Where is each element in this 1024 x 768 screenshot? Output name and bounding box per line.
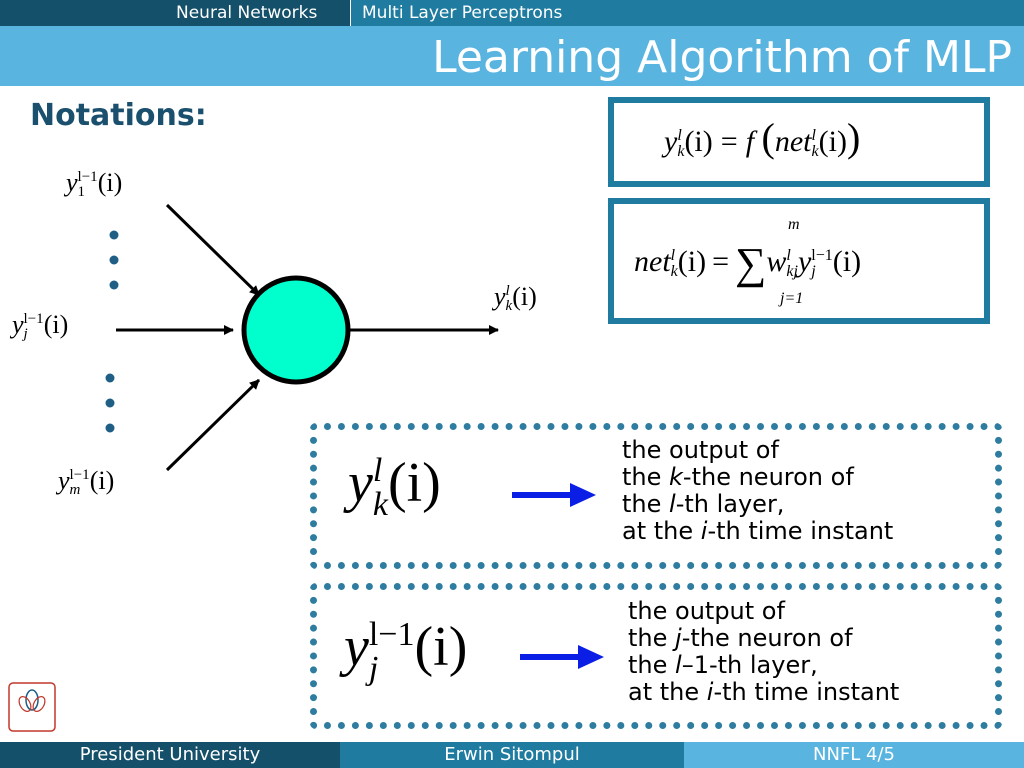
ellipsis-dot [109,280,119,290]
definition-box-output [310,423,1002,569]
ellipsis-dot [105,373,115,383]
neuron-diagram [105,203,499,472]
neuron-circle [241,275,351,385]
ellipsis-dot [105,423,115,433]
header-divider [350,0,351,26]
ellipsis-dot [109,255,119,265]
arrow-right-icon [512,483,596,507]
definition-text-previous: the output of the j-the neuron of the l–… [628,597,900,706]
footer-page: NNFL 4/5 [684,742,1024,768]
input-arrow-top [165,203,261,297]
slide-title: Learning Algorithm of MLP [432,32,1012,83]
subsection-label: Multi Layer Perceptrons [362,3,563,23]
sum-sign: ∑ [735,239,767,289]
ellipsis-dot [105,398,115,408]
definition-box-previous [310,583,1002,729]
footer-institution: President University [0,742,340,768]
university-logo [8,682,56,732]
top-bar-section [0,0,350,26]
ellipsis-dot [109,230,119,240]
definition-text-output: the output of the k-the neuron of the l-… [622,436,894,545]
arrow-right-icon [520,645,604,669]
notations-heading: Notations: [30,98,207,133]
footer-author: Erwin Sitompul [340,742,684,768]
input-arrow-bottom [165,378,261,472]
formula-box-output [608,97,990,187]
sum-upper-limit: m [788,216,800,233]
formula-box-net [608,198,990,324]
sum-lower-limit: j=1 [780,290,804,307]
title-band [0,26,1024,86]
section-label: Neural Networks [176,3,318,23]
